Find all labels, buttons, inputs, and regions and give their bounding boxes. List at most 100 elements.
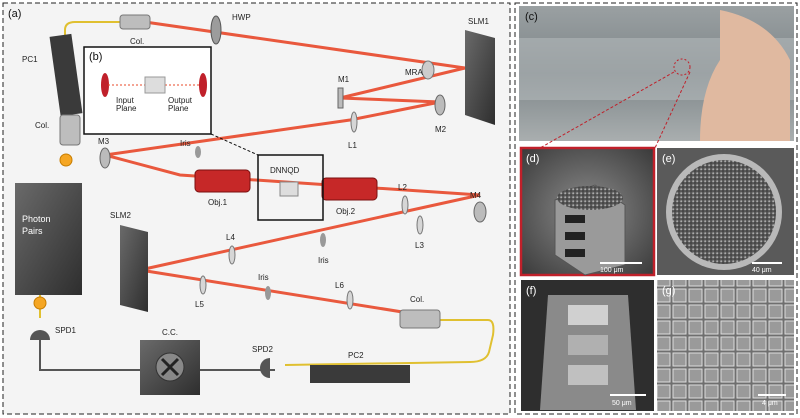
panel-a-label: (a): [8, 8, 21, 20]
mra-label: MRA: [405, 68, 423, 77]
pc1: [49, 33, 83, 117]
fiber-bottom: [284, 319, 495, 366]
l5-label: L5: [195, 300, 204, 309]
slm2: [120, 225, 148, 312]
output-plane-label-1: Output: [168, 96, 193, 105]
objective-1: [194, 169, 251, 193]
collimator-left: [59, 114, 81, 146]
m4-label: M4: [470, 191, 482, 200]
lens-l6: [346, 290, 354, 310]
lens-l1: [350, 111, 358, 133]
zoom-circle: [673, 58, 691, 76]
iris3-label: Iris: [258, 273, 269, 282]
scale-d-label: 100 μm: [600, 267, 624, 274]
hwp-label: HWP: [232, 13, 251, 22]
photon-pairs-box: [15, 183, 82, 295]
spd2-label: SPD2: [252, 345, 273, 354]
col-bottom-label: Col.: [410, 295, 424, 304]
sem-f-layer-3: [568, 365, 608, 385]
sem-d-slot-3: [565, 249, 585, 257]
l3-label: L3: [415, 241, 424, 250]
zoom-line-right: [654, 71, 691, 149]
objective-2: [321, 177, 378, 201]
inset-b-diagram: [101, 73, 207, 97]
cable-spd1: [39, 340, 140, 371]
col-top-label: Col.: [130, 37, 144, 46]
mirror-m4: [473, 201, 487, 223]
hand-shape: [700, 10, 790, 141]
cc-label: C.C.: [162, 328, 178, 337]
iris1-label: Iris: [180, 139, 191, 148]
mirror-m2: [434, 94, 446, 116]
panel-f-label: (f): [526, 285, 536, 297]
obj1-label: Obj.1: [208, 198, 228, 207]
pc2-label: PC2: [348, 351, 364, 360]
lens-l5: [199, 275, 207, 295]
spd2: [260, 358, 270, 378]
panel-b-label: (b): [89, 51, 102, 63]
sem-d-slot-1: [565, 215, 585, 223]
l1-label: L1: [348, 141, 357, 150]
lens-l3: [416, 215, 424, 235]
input-plane-label-1: Input: [116, 96, 135, 105]
photon-source-top-icon: [59, 153, 73, 167]
panel-e-label: (e): [662, 153, 675, 165]
panel-d-label: (d): [526, 153, 539, 165]
photon-pairs-label-1: Photon: [22, 214, 51, 224]
mra: [421, 60, 435, 80]
iris-1: [195, 146, 201, 158]
sem-g: [657, 280, 794, 411]
mirror-m1: [337, 87, 344, 109]
scale-bar-g: [758, 394, 786, 396]
scale-bar-f: [610, 394, 646, 396]
sem-d-top: [557, 186, 623, 210]
l4-label: L4: [226, 233, 235, 242]
sem-d-slot-2: [565, 232, 585, 240]
panel-c-label: (c): [525, 11, 538, 23]
dnnqd-frame: [257, 154, 324, 221]
iris-3: [265, 286, 271, 300]
l6-label: L6: [335, 281, 344, 290]
mirror-m3: [99, 147, 111, 169]
photon-pairs-label-2: Pairs: [22, 226, 43, 236]
scale-bar-e: [752, 262, 782, 264]
hwp: [210, 15, 222, 45]
scale-f-label: 50 μm: [612, 400, 632, 407]
pc2: [310, 365, 410, 383]
iris-2: [320, 233, 326, 247]
col-left-label: Col.: [35, 121, 49, 130]
spd1-label: SPD1: [55, 326, 76, 335]
m3-label: M3: [98, 137, 110, 146]
slm2-label: SLM2: [110, 211, 131, 220]
sem-e-surface: [672, 160, 776, 264]
spd1: [30, 330, 50, 340]
collimator-bottom: [399, 309, 441, 329]
l2-label: L2: [398, 183, 407, 192]
sem-f-layer-1: [568, 305, 608, 325]
output-plane-label-2: Plane: [168, 104, 189, 113]
panel-g-label: (g): [662, 285, 675, 297]
scale-e-label: 40 μm: [752, 267, 772, 274]
collimator-top: [119, 14, 151, 30]
pc1-label: PC1: [22, 55, 38, 64]
dnnqd-device: [279, 181, 299, 197]
m1-label: M1: [338, 75, 350, 84]
input-plane-label-2: Plane: [116, 104, 137, 113]
lens-l4: [228, 245, 236, 265]
inset-connector: [210, 133, 259, 156]
photon-source-bottom-icon: [33, 296, 47, 310]
lens-l2: [401, 195, 409, 215]
scale-bar-d: [600, 262, 642, 264]
zoom-line-left: [539, 71, 675, 149]
sem-f-layer-2: [568, 335, 608, 355]
slm1-label: SLM1: [468, 17, 489, 26]
scale-g-label: 4 μm: [762, 400, 778, 407]
iris2-label: Iris: [318, 256, 329, 265]
slm1: [465, 30, 495, 125]
fiber-top: [64, 21, 125, 38]
cc-cross-icon: [160, 357, 180, 377]
obj2-label: Obj.2: [336, 207, 356, 216]
m2-label: M2: [435, 125, 447, 134]
dnnqd-label: DNNQD: [270, 166, 300, 175]
